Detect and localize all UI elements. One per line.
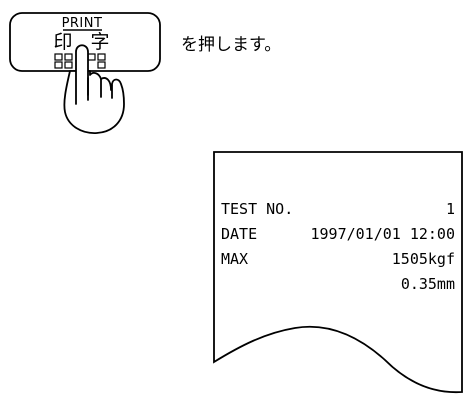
print-key-dot-pattern (54, 53, 106, 69)
print-key-label: PRINT (62, 16, 103, 31)
pressing-finger-icon (63, 44, 125, 134)
receipt-label-test-no: TEST NO. (221, 200, 293, 218)
receipt-value-date: 1997/01/01 12:00 (311, 225, 456, 243)
receipt-value-max: 1505kgf (392, 250, 455, 268)
receipt-paper (213, 151, 463, 394)
print-key[interactable]: PRINT 印 字 (9, 12, 161, 72)
print-key-kanji-left: 印 (53, 31, 72, 53)
receipt-value-displacement: 0.35mm (401, 275, 455, 293)
receipt-label-date: DATE (221, 225, 257, 243)
instruction-text: を押します。 (181, 35, 281, 55)
print-key-kanji-right: 字 (90, 31, 109, 53)
receipt-value-test-no: 1 (446, 200, 455, 218)
printed-receipt: TEST NO. 1 DATE 1997/01/01 12:00 MAX 150… (213, 151, 463, 394)
receipt-lines: TEST NO. 1 DATE 1997/01/01 12:00 MAX 150… (221, 200, 455, 293)
receipt-label-max: MAX (221, 250, 248, 268)
